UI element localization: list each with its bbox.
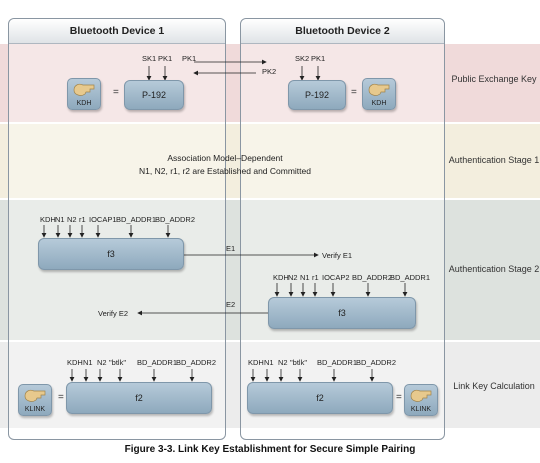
kdh-label-right: KDH [371,100,387,107]
figure-caption: Figure 3-3. Link Key Establishment for S… [124,444,416,455]
pk1-label-right: PK1 [311,54,326,63]
p192-box-left: P-192 [124,80,184,110]
f2-box-right: f2 [247,382,393,414]
f3-right-input-2: N1 [300,273,310,282]
f3-box-right: f3 [268,297,416,329]
association-line1: Association Model–Dependent [167,153,283,163]
verify-e2-label: Verify E2 [98,309,129,318]
f3-right-input-arrows [274,283,408,297]
f3-left-input-4: IOCAP1 [89,215,117,224]
pk1-arrow-label: PK1 [182,54,197,63]
f2-left-input-1: N1 [83,358,93,367]
device2-column: Bluetooth Device 2 [240,18,445,440]
key-icon [410,389,432,402]
key-icon [73,83,95,96]
f2-left-input-arrows [69,369,195,382]
verify-e1-label: Verify E1 [322,251,353,260]
kdh-key-right: KDH [362,78,396,110]
f3-right-input-1: N2 [288,273,298,282]
device2-header: Bluetooth Device 2 [241,19,444,44]
f2-right-input-2: N2 [278,358,288,367]
f3-left-input-5: BD_ADDR1 [116,215,157,224]
stage-label-public-exchange: Public Exchange Key [451,74,537,84]
f3-box-left: f3 [38,238,184,270]
sk1-label: SK1 [142,54,157,63]
klink-label-left: KLINK [24,406,46,413]
device1-header: Bluetooth Device 1 [9,19,225,44]
f2-right-input-0: KDH [248,358,264,367]
f2-left-input-5: BD_ADDR2 [176,358,217,367]
pk1-label: PK1 [158,54,173,63]
f2-box-left: f2 [66,382,212,414]
f2-right-input-arrows [250,369,375,382]
f2-right-input-5: BD_ADDR2 [356,358,397,367]
equals-sign-link-right: = [396,392,402,403]
kdh-label-left: KDH [76,100,92,107]
f3-left-input-3: r1 [79,215,86,224]
f3-right-input-3: r1 [312,273,319,282]
association-line2: N1, N2, r1, r2 are Established and Commi… [139,166,311,176]
f2-left-input-2: N2 [97,358,107,367]
stage-label-auth1: Authentication Stage 1 [448,155,540,165]
key-icon [368,83,390,96]
f2-right-input-1: N1 [264,358,274,367]
e1-label: E1 [226,244,236,253]
p192-box-right: P-192 [288,80,346,110]
f3-right-input-0: KDH [273,273,289,282]
f2-left-input-3: "btlk" [109,358,126,367]
equals-sign-right: = [351,87,357,98]
f3-left-input-2: N2 [67,215,77,224]
klink-label-right: KLINK [410,406,432,413]
kdh-key-left: KDH [67,78,101,110]
stage-label-auth2: Authentication Stage 2 [448,264,540,274]
key-icon [24,389,46,402]
f2-left-input-0: KDH [67,358,83,367]
f3-left-input-0: KDH [40,215,56,224]
pk2-arrow-label: PK2 [262,67,277,76]
equals-sign-link-left: = [58,392,64,403]
equals-sign-left: = [113,87,119,98]
f2-right-input-3: "btlk" [290,358,307,367]
stage-label-link-key: Link Key Calculation [453,381,535,391]
f3-left-input-6: BD_ADDR2 [155,215,196,224]
f3-right-input-5: BD_ADDR2 [352,273,393,282]
sk2-label: SK2 [295,54,310,63]
f2-left-input-4: BD_ADDR1 [137,358,178,367]
f3-right-input-6: BD_ADDR1 [390,273,431,282]
f3-left-input-arrows [41,225,171,238]
klink-key-right: KLINK [404,384,438,416]
f3-left-input-1: N1 [55,215,65,224]
band-auth-stage1 [0,124,540,198]
klink-key-left: KLINK [18,384,52,416]
e2-label: E2 [226,300,236,309]
f2-right-input-4: BD_ADDR1 [317,358,358,367]
f3-right-input-4: IOCAP2 [322,273,350,282]
